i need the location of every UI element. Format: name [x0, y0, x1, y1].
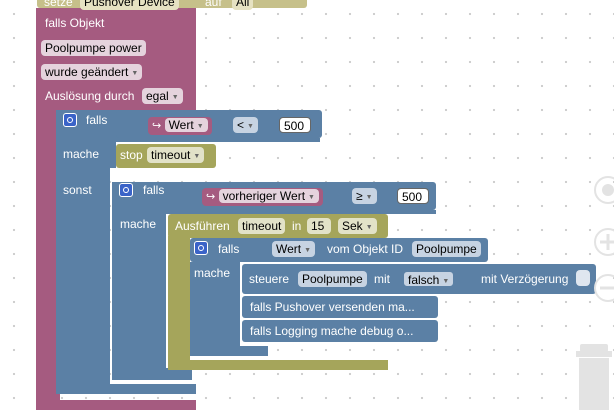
- chevron-down-icon: ▼: [442, 278, 450, 285]
- chevron-down-icon: ▼: [196, 123, 204, 130]
- trigger-dropdown[interactable]: egal▼: [142, 88, 183, 104]
- control-delay-label: mit Verzögerung: [481, 272, 569, 286]
- trigger-label: Auslösung durch: [45, 89, 135, 103]
- if1-sonst-label: sonst: [63, 183, 92, 197]
- gear-icon[interactable]: [119, 183, 133, 197]
- top-block-label: setze: [44, 0, 73, 9]
- if3-falls-label: falls: [218, 242, 240, 256]
- condition-value: wurde geändert: [45, 65, 129, 79]
- if1-falls-label: falls: [86, 113, 108, 127]
- chevron-down-icon: ▼: [304, 247, 312, 254]
- timeout-label: Ausführen: [175, 219, 230, 233]
- gear-icon[interactable]: [194, 241, 208, 255]
- object-id-field[interactable]: Poolpumpe power: [41, 40, 146, 56]
- condition-dropdown[interactable]: wurde geändert▼: [41, 64, 143, 80]
- if3-mache-label: mache: [194, 266, 231, 280]
- if2-var-dropdown[interactable]: ↪ vorheriger Wert▼: [202, 188, 323, 206]
- if2-mache-label: mache: [120, 217, 157, 231]
- chevron-down-icon: ▼: [247, 123, 254, 130]
- collapsed-block-2[interactable]: falls Logging mache debug o...: [250, 324, 414, 338]
- top-block-field[interactable]: Pushover Device: [80, 0, 179, 10]
- chevron-down-icon: ▼: [308, 194, 315, 201]
- if1-var-dropdown[interactable]: ↪ Wert▼: [148, 117, 212, 135]
- zoom-out-icon[interactable]: [592, 272, 614, 304]
- trigger-title: falls Objekt: [45, 16, 105, 30]
- timeout-name[interactable]: timeout: [238, 218, 286, 234]
- variable-icon: ↪: [206, 191, 216, 203]
- timeout-number[interactable]: 15: [307, 218, 331, 234]
- control-label: steuere: [249, 272, 290, 286]
- control-mit-label: mit: [374, 272, 390, 286]
- chevron-down-icon: ▼: [193, 153, 201, 160]
- chevron-down-icon: ▼: [365, 224, 373, 231]
- trash-icon[interactable]: [574, 344, 614, 410]
- if2-number[interactable]: 500: [397, 188, 429, 204]
- chevron-down-icon: ▼: [365, 194, 373, 201]
- gear-icon[interactable]: [63, 113, 77, 127]
- chevron-down-icon: ▼: [171, 94, 179, 101]
- control-value-dropdown[interactable]: falsch▼: [403, 271, 455, 287]
- if1-var-value: Wert▼: [164, 118, 208, 132]
- top-block-value[interactable]: All: [232, 0, 254, 10]
- if2-op-dropdown[interactable]: ≥▼: [352, 188, 377, 204]
- collapsed-block-1[interactable]: falls Pushover versenden ma...: [250, 300, 415, 314]
- chevron-down-icon: ▼: [131, 70, 139, 77]
- if3-object-field[interactable]: Poolpumpe: [412, 241, 481, 257]
- trigger-value: egal: [146, 89, 169, 103]
- if3-from-label: vom Objekt ID: [327, 242, 404, 256]
- if1-number[interactable]: 500: [279, 117, 311, 133]
- if2-falls-label: falls: [143, 183, 165, 197]
- top-block-mid: auf: [205, 0, 222, 9]
- center-icon[interactable]: [592, 174, 614, 206]
- zoom-in-icon[interactable]: [592, 226, 614, 258]
- if1-mache-label: mache: [63, 147, 100, 161]
- timeout-unit-dropdown[interactable]: Sek▼: [338, 218, 377, 234]
- if1-op-dropdown[interactable]: <▼: [233, 117, 258, 133]
- timeout-in-label: in: [292, 219, 302, 233]
- if2-var-value: vorheriger Wert▼: [218, 189, 319, 203]
- delay-checkbox[interactable]: [576, 270, 590, 286]
- stop-label: stop: [120, 148, 143, 162]
- stop-dropdown[interactable]: timeout▼: [147, 147, 205, 163]
- if3-prop-dropdown[interactable]: Wert▼: [272, 241, 316, 257]
- variable-icon: ↪: [152, 120, 162, 132]
- control-object-field[interactable]: Poolpumpe: [298, 271, 367, 287]
